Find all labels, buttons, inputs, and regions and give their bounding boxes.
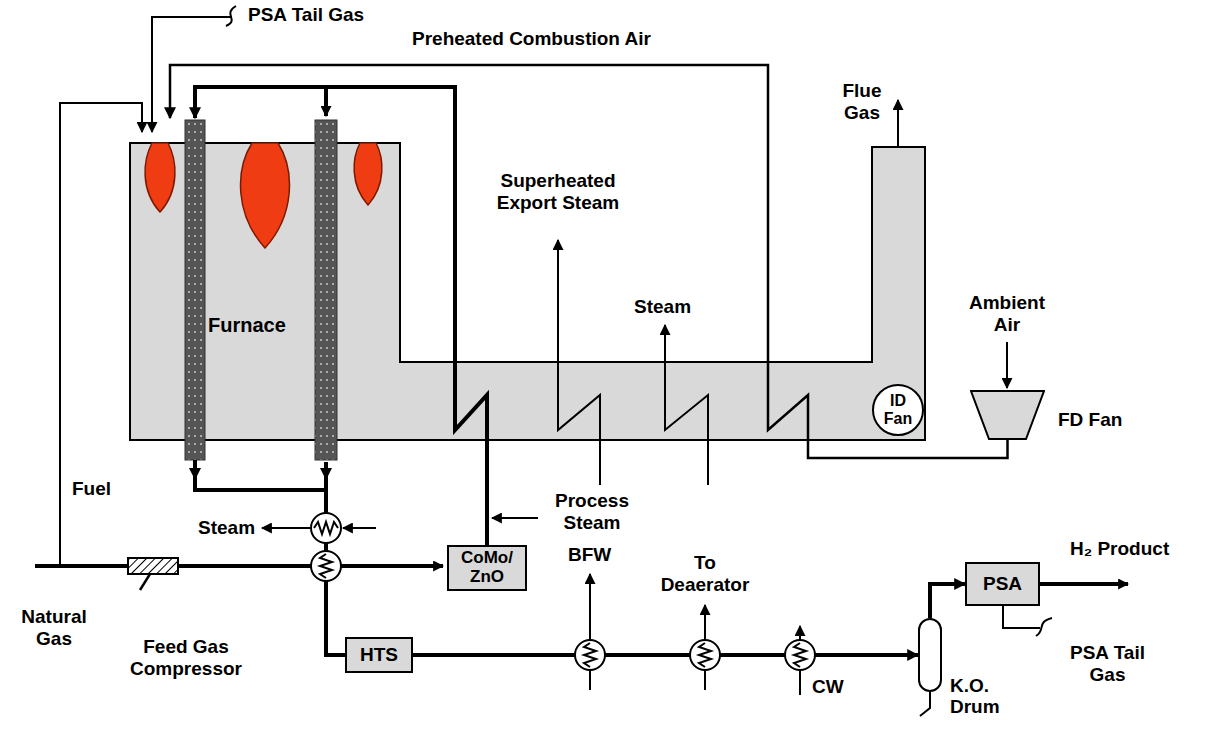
main-process-lines	[35, 87, 1128, 584]
exchanger-coil	[584, 643, 596, 667]
stream-label: Natural Gas	[8, 606, 100, 650]
fan-symbol: FD Fan	[970, 390, 1045, 440]
bfw-line	[589, 574, 591, 690]
stream-label: CW	[812, 676, 844, 698]
heat-exchanger	[575, 640, 605, 670]
process-box: HTS	[345, 637, 413, 673]
process-connector	[930, 584, 965, 618]
burner-flame	[145, 143, 175, 212]
steam-in-line	[343, 527, 376, 529]
stream-label: PSA Tail Gas	[1060, 642, 1155, 686]
tail-gas-line	[1003, 606, 1040, 628]
exchanger-coil	[314, 522, 338, 534]
process-connector	[413, 653, 918, 657]
tube-outlet-arrow	[320, 468, 332, 480]
process-connector	[170, 65, 1008, 458]
node-label: HTS	[360, 645, 398, 666]
drain-line	[920, 692, 930, 716]
ambient-air-line	[1006, 342, 1008, 388]
stream-label: Steam	[198, 517, 255, 539]
steam-coil	[665, 325, 708, 485]
exchanger-coils	[314, 522, 806, 667]
stream-label: Feed Gas Compressor	[120, 636, 252, 680]
process-connector	[195, 87, 487, 545]
steam-out-line	[262, 527, 310, 529]
heat-exchanger	[311, 513, 341, 543]
fuel-line	[60, 103, 142, 566]
reformer-tube	[315, 120, 337, 460]
reformer-tube	[185, 120, 205, 460]
break-mark	[226, 6, 236, 26]
compressor-symbol	[128, 558, 178, 574]
heat-exchanger	[311, 551, 341, 581]
heat-exchanger	[690, 640, 720, 670]
stream-label: Superheated Export Steam	[488, 170, 628, 214]
break-mark	[1036, 618, 1052, 636]
tail-gas-line	[152, 17, 232, 132]
stream-label: Ambient Air	[955, 292, 1059, 336]
fan-body	[970, 390, 1045, 440]
stream-label: Steam	[634, 296, 691, 318]
stream-label: PSA Tail Gas	[248, 4, 364, 26]
stream-label: H₂ Product	[1070, 538, 1169, 560]
node-label: K.O. Drum	[950, 676, 1022, 718]
node-label: Furnace	[208, 314, 286, 336]
furnace-box: Furnace	[130, 118, 400, 462]
process-steam-line	[492, 517, 538, 519]
exchanger-coil	[699, 643, 711, 667]
heat-exchangers	[311, 513, 815, 670]
burner-flame	[354, 143, 382, 205]
stream-label: Process Steam	[540, 490, 644, 534]
compressor-drive	[140, 574, 150, 590]
fan-outline	[971, 391, 1044, 439]
process-box: PSA	[965, 562, 1040, 606]
stream-lines	[60, 6, 1052, 716]
flue-gas-line	[897, 100, 899, 146]
tube-feed-branch	[324, 87, 328, 116]
natural-gas-line	[35, 564, 443, 568]
exchanger-coil	[320, 554, 332, 578]
exchanger-coil	[794, 643, 806, 667]
tube-outlet-arrow	[189, 468, 201, 480]
stream-label: To Deaerator	[655, 552, 755, 596]
fan-circle: ID Fan	[872, 384, 924, 436]
tube-outlet-header	[195, 460, 326, 490]
drum-vessel: K.O. Drum	[918, 618, 942, 692]
node-label: FD Fan	[1058, 410, 1122, 431]
stream-label: Preheated Combustion Air	[412, 28, 651, 50]
burner-flame	[241, 143, 290, 248]
node-label: ID Fan	[878, 392, 918, 427]
process-box: CoMo/ ZnO	[447, 545, 527, 591]
stream-label: Fuel	[72, 478, 111, 500]
hydrogen-line	[1040, 582, 1128, 586]
stream-label: Flue Gas	[838, 80, 886, 124]
stream-label: BFW	[568, 544, 611, 566]
node-label: PSA	[983, 574, 1022, 595]
heat-exchanger	[785, 640, 815, 670]
node-label: CoMo/ ZnO	[456, 549, 518, 586]
steam-coil	[558, 240, 600, 485]
